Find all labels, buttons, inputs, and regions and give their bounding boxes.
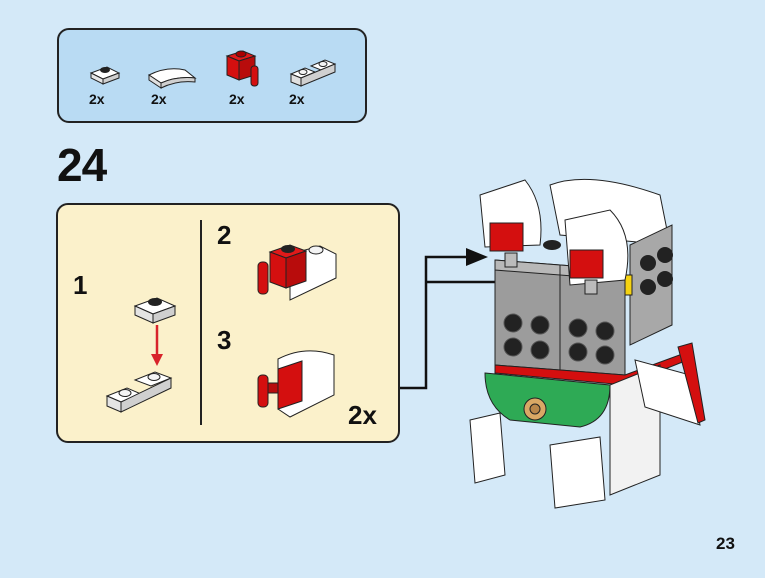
part-quantity: 2x (289, 91, 305, 107)
step-number: 24 (57, 139, 107, 191)
substep-label: 3 (217, 325, 232, 355)
part-quantity: 2x (89, 91, 105, 107)
substep-1-illustration (105, 297, 177, 413)
page-number: 23 (716, 534, 735, 553)
pointer-arrow-icon (466, 248, 488, 266)
part-quantity: 2x (151, 91, 167, 107)
lucky-cat-model-illustration (469, 178, 706, 509)
parts-list-box: 2x 2x 2x 2x (57, 28, 367, 123)
part-white-inverted-slope-icon (289, 59, 337, 87)
substep-3-illustration (257, 350, 335, 418)
part-red-brick-clip-icon (225, 50, 259, 87)
part-quantity: 2x (229, 91, 245, 107)
substep-label: 2 (217, 220, 232, 250)
substep-divider (200, 220, 202, 425)
substep-2-illustration (257, 244, 337, 301)
part-white-curved-slope-icon (148, 68, 197, 89)
substep-multiplier: 2x (348, 400, 377, 430)
callout-connector (400, 248, 498, 390)
substep-label: 1 (73, 270, 88, 300)
part-white-plate-stud-icon (89, 66, 121, 85)
